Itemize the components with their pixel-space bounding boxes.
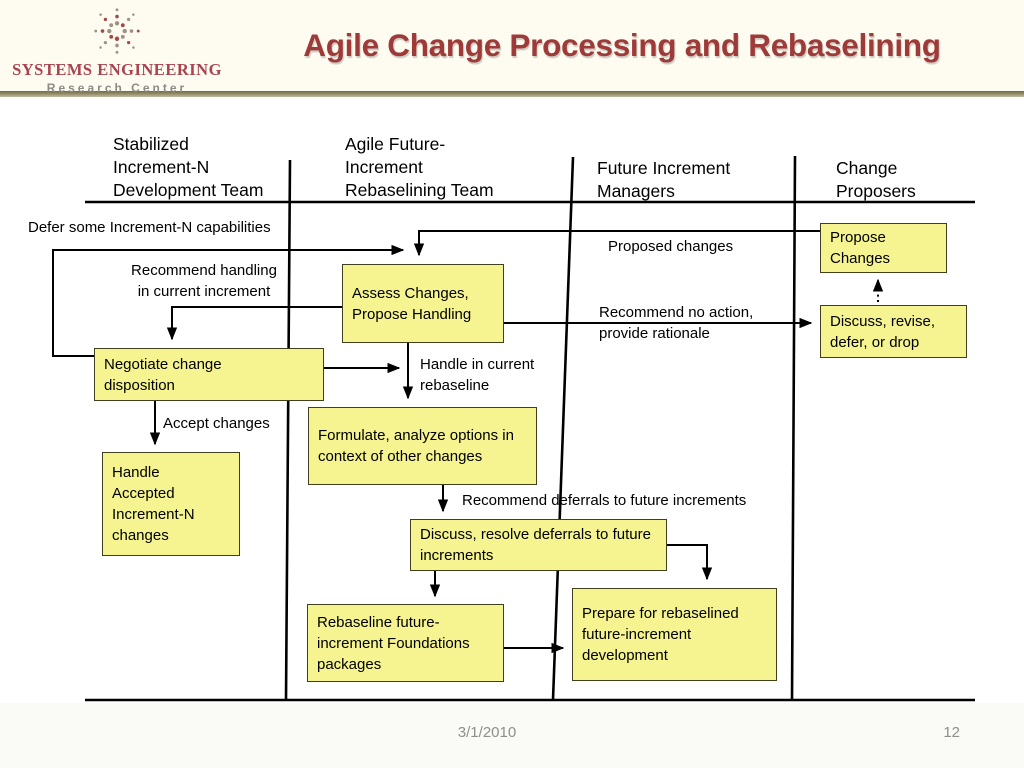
- page-number: 12: [943, 724, 960, 741]
- box-propose-changes: Propose Changes: [820, 223, 947, 273]
- label-accept-changes: Accept changes: [163, 415, 270, 432]
- label-proposed-changes: Proposed changes: [608, 238, 734, 255]
- header-divider: [0, 91, 1024, 97]
- box-negotiate-disposition: Negotiate change disposition: [94, 348, 324, 401]
- starburst-icon: [94, 8, 140, 54]
- logo-title: SYSTEMS ENGINEERING: [12, 60, 222, 79]
- label-recommend-handling: Recommend handling in current increment: [131, 262, 277, 300]
- box-formulate-options: Formulate, analyze options in context of…: [308, 407, 537, 485]
- box-discuss-revise: Discuss, revise, defer, or drop: [820, 305, 967, 358]
- box-assess-changes: Assess Changes, Propose Handling: [342, 264, 504, 343]
- lane-divider-3: [790, 155, 797, 701]
- lane-header-change-proposers: Change Proposers: [836, 158, 916, 201]
- arrow-defer-capabilities: [52, 244, 405, 357]
- box-handle-accepted: Handle Accepted Increment-N changes: [102, 452, 240, 556]
- arrow-recommend-handling: [166, 306, 342, 341]
- lane-header-increment-managers: Future Increment Managers: [597, 158, 731, 201]
- logo-subtitle: Research Center: [46, 81, 188, 95]
- box-rebaseline-foundations: Rebaseline future-increment Foundations …: [307, 604, 504, 682]
- arrow-proposed-changes: [413, 230, 820, 257]
- label-no-action: Recommend no action, provide rationale: [599, 304, 754, 342]
- label-handle-current: Handle in current rebaseline: [420, 356, 535, 394]
- header-band: [0, 0, 1024, 91]
- label-defer-capabilities: Defer some Increment-N capabilities: [28, 219, 271, 236]
- lane-divider-2: [551, 156, 575, 701]
- page-title: Agile Change Processing and Rebaselining: [303, 27, 941, 63]
- lane-divider-1: [284, 159, 292, 701]
- lane-header-stabilized-team: Stabilized Increment-N Development Team: [113, 134, 264, 200]
- box-discuss-resolve-deferrals: Discuss, resolve deferrals to future inc…: [410, 519, 667, 571]
- box-prepare-development: Prepare for rebaselined future-increment…: [572, 588, 777, 681]
- label-recommend-deferrals: Recommend deferrals to future increments: [462, 492, 747, 509]
- slide-date: 3/1/2010: [457, 724, 517, 741]
- arrow-resolve-to-prepare: [667, 544, 713, 581]
- serc-logo: SYSTEMS ENGINEERING Research Center: [8, 4, 226, 95]
- lane-header-rebaselining-team: Agile Future- Increment Rebaselining Tea…: [345, 134, 494, 200]
- footer-band: [0, 703, 1024, 768]
